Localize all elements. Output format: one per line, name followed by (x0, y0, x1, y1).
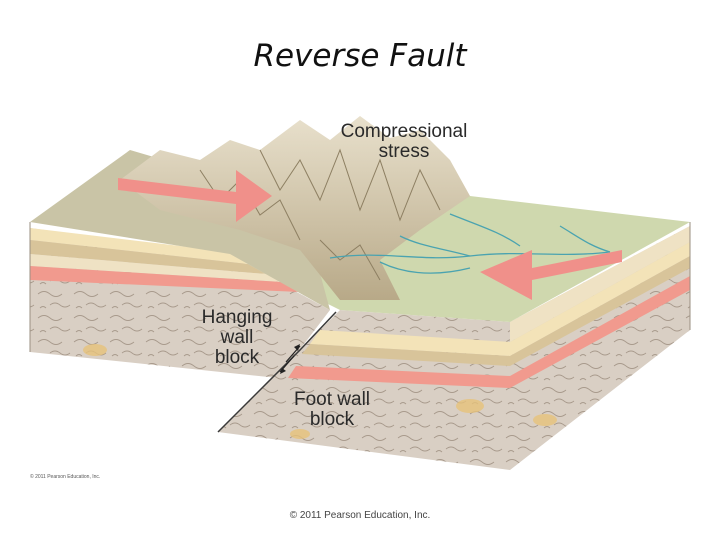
slide-title: Reverse Fault (253, 38, 467, 74)
block-outline (29, 222, 691, 352)
hanging-wall-cream-layer (30, 228, 248, 264)
compressional-stress-label-line2: stress (378, 141, 430, 162)
foot-wall-label-line1: Foot wall (293, 389, 371, 410)
hanging-wall-cream-layer-2 (30, 254, 282, 282)
compressional-stress-label-line1: Compressional (340, 121, 468, 142)
slide-footer-copyright: © 2011 Pearson Education, Inc. (289, 510, 431, 521)
hanging-wall-label-line2: wall (220, 327, 254, 348)
figure-credit: © 2011 Pearson Education, Inc. (30, 474, 101, 480)
foot-wall-block-label: Foot wall block (282, 390, 382, 430)
hanging-wall-pink-layer (30, 266, 300, 292)
hanging-wall-label-line3: block (214, 347, 260, 368)
foot-wall-front-face (83, 226, 690, 470)
hanging-wall-front-face (30, 228, 330, 378)
compressional-arrow-left (118, 170, 272, 222)
foot-wall-cream-layer (310, 330, 510, 356)
compressional-arrow-right (480, 250, 622, 300)
foot-wall-side-strata (510, 226, 690, 342)
foot-wall-pink-layer (288, 366, 510, 388)
fault-line (217, 311, 337, 433)
hanging-wall-tan-layer (30, 240, 266, 274)
hanging-wall-label-line1: Hanging (201, 307, 273, 328)
foot-wall-tan-layer (302, 344, 510, 366)
compressional-stress-label: Compressional stress (324, 122, 484, 162)
fault-slip-arrows (279, 344, 301, 374)
river-network (329, 213, 611, 274)
foot-wall-label-line2: block (309, 409, 355, 430)
hanging-wall-block-label: Hanging wall block (192, 308, 282, 368)
